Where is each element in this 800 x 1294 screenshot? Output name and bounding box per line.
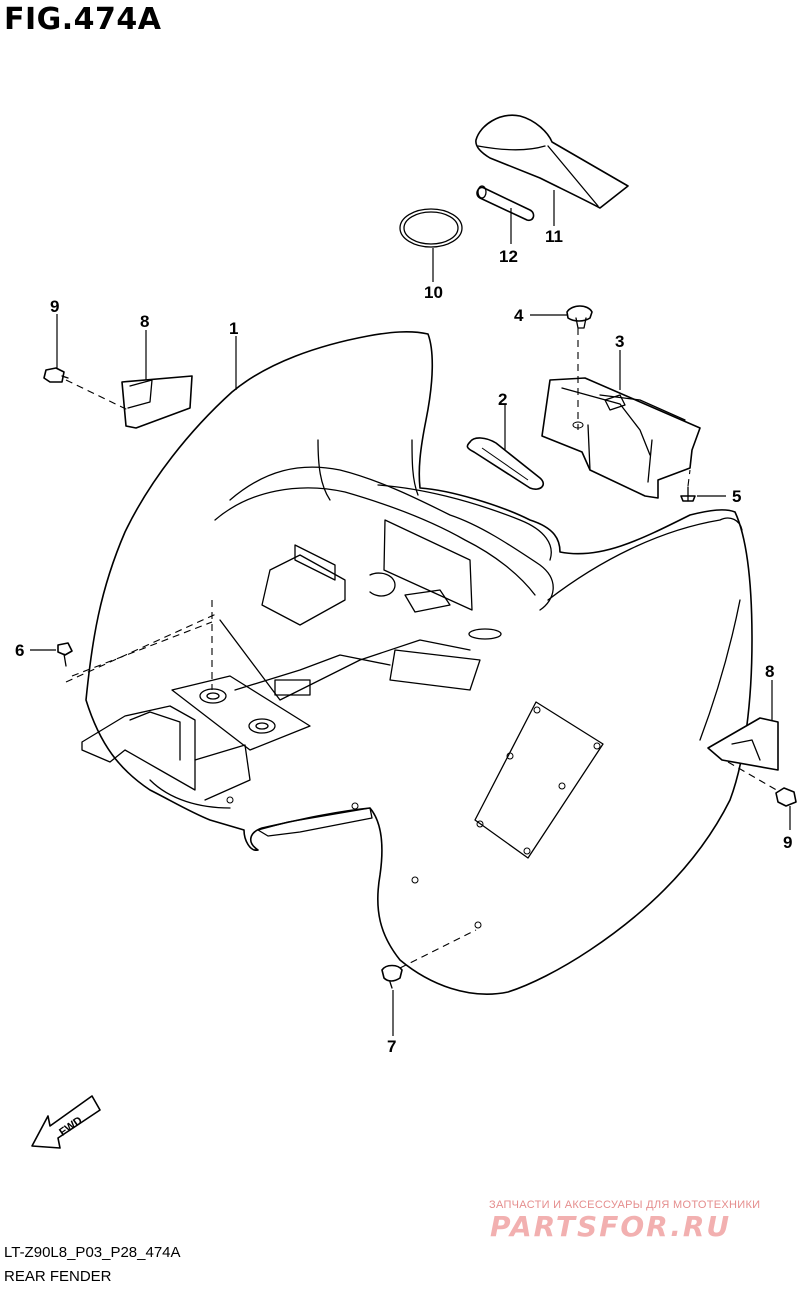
callouts: 1 2 3 4 5 6 7 8 8 9 9 10 11 12: [15, 227, 792, 1056]
callout-4: 4: [514, 306, 524, 325]
part-8-bracket-right: [707, 717, 779, 771]
diagram-code: LT-Z90L8_P03_P28_474A: [4, 1244, 181, 1261]
watermark-brand: PARTSFOR.RU: [490, 1210, 732, 1243]
callout-8-left: 8: [140, 312, 149, 331]
part-3-tray: [541, 377, 701, 499]
part-1-rear-fender: [81, 331, 753, 995]
leader-lines: [30, 190, 791, 1036]
part-5-screw: [680, 486, 696, 502]
part-10-o-ring: [399, 208, 463, 248]
part-7-clip: [381, 964, 403, 989]
part-4-clip: [566, 305, 593, 329]
part-8-bracket-left: [121, 375, 193, 429]
callout-2: 2: [498, 390, 507, 409]
fwd-arrow-icon: FWD: [31, 1095, 101, 1149]
callout-6: 6: [15, 641, 24, 660]
callout-9-right: 9: [783, 833, 792, 852]
part-6-bolt: [57, 642, 73, 667]
callout-3: 3: [615, 332, 624, 351]
part-2-emblem: [466, 437, 545, 490]
callout-10: 10: [424, 283, 443, 302]
part-12-cylinder: [476, 185, 535, 222]
callout-5: 5: [732, 487, 741, 506]
callout-7: 7: [387, 1037, 396, 1056]
part-11-tool-pouch: [475, 114, 629, 209]
part-9-bolt-right: [775, 787, 797, 807]
diagram-name: REAR FENDER: [4, 1268, 112, 1285]
callout-1: 1: [229, 319, 238, 338]
callout-8-right: 8: [765, 662, 774, 681]
callout-12: 12: [499, 247, 518, 266]
callout-9-left: 9: [50, 297, 59, 316]
callout-11: 11: [545, 227, 563, 246]
watermark-tagline: ЗАПЧАСТИ И АКСЕССУАРЫ ДЛЯ МОТОТЕХНИКИ: [489, 1199, 761, 1211]
assembly-lines: [65, 328, 781, 969]
figure-title: FIG.474A: [4, 2, 162, 37]
part-9-bolt-left: [43, 367, 69, 383]
